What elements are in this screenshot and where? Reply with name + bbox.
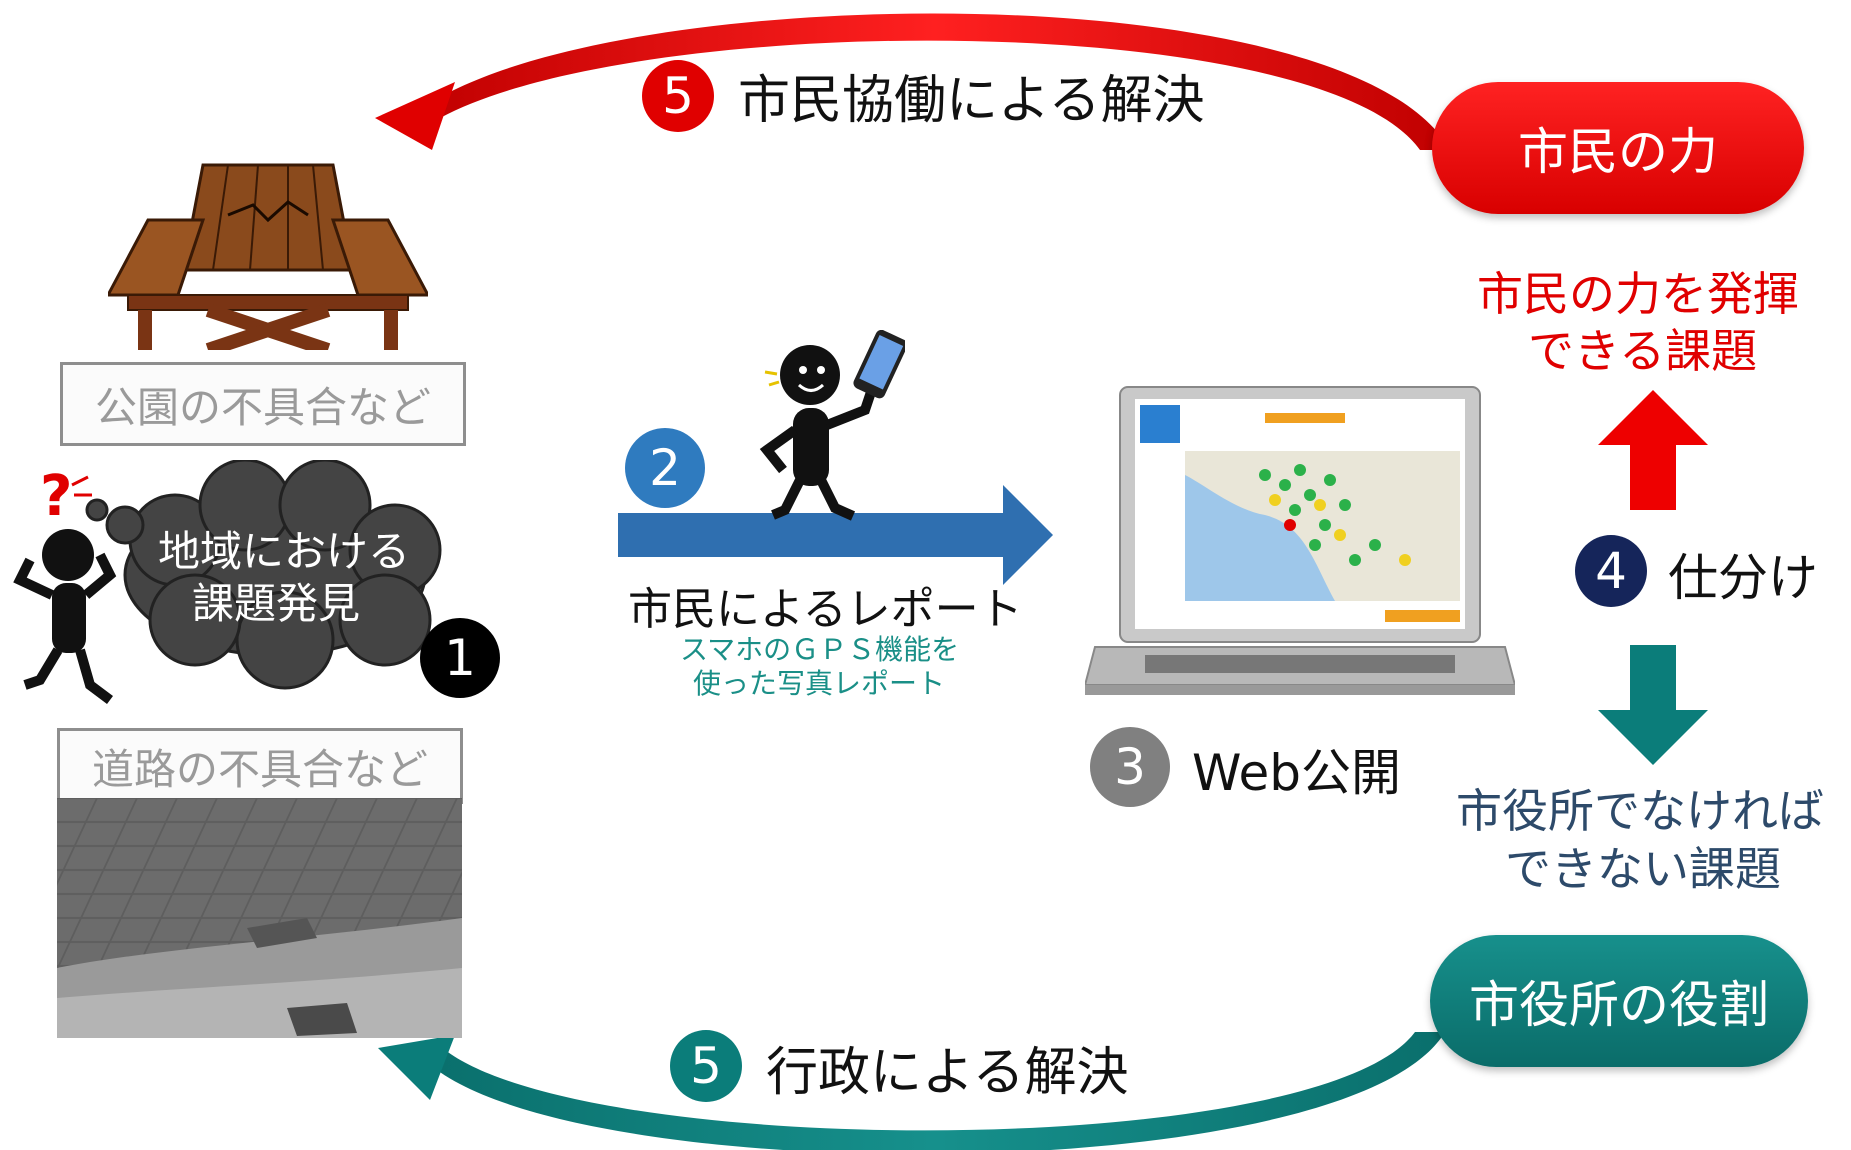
person-with-phone — [759, 330, 905, 521]
sort-label: 仕分け — [1668, 549, 1818, 607]
red-up-arrow — [1598, 390, 1708, 510]
step-5-bottom-number: 5 — [690, 1037, 722, 1095]
step-2-number: 2 — [649, 439, 681, 497]
step-3-badge: 3 — [1090, 727, 1170, 807]
discovery-line1: 地域における — [158, 527, 411, 576]
step-1-badge: 1 — [420, 618, 500, 698]
top-arc-arrow — [420, 13, 1450, 150]
bottom-arc-arrow — [425, 1032, 1445, 1150]
svg-text:?: ? — [40, 465, 72, 529]
city-role-pill: 市役所の役割 — [1430, 935, 1808, 1067]
bottom-arc-label: 行政による解決 — [766, 1043, 1129, 1103]
park-label-box: 公園の不具合など — [60, 362, 466, 446]
web-label: Web公開 — [1192, 744, 1402, 802]
broken-picnic-table-image — [108, 163, 428, 350]
confused-person-figure: ? — [13, 465, 117, 704]
top-arc-label: 市民協働による解決 — [738, 71, 1205, 131]
step-5-top-number: 5 — [662, 67, 694, 125]
step-5-top-badge: 5 — [642, 60, 714, 132]
step-4-number: 4 — [1595, 542, 1627, 600]
report-sub-line1: スマホのＧＰＳ機能を — [680, 633, 960, 666]
step-2-badge: 2 — [625, 428, 705, 508]
road-label-box: 道路の不具合など — [57, 728, 463, 804]
city-task-line2: できない課題 — [1505, 842, 1781, 896]
park-label: 公園の不具合など — [94, 382, 431, 432]
report-label: 市民によるレポート — [628, 584, 1023, 635]
step-5-bottom-badge: 5 — [670, 1030, 742, 1102]
thought-cloud — [85, 460, 442, 690]
citizen-task-line2: できる課題 — [1528, 324, 1758, 378]
discovery-line2: 課題発見 — [192, 579, 361, 628]
city-role-label: 市役所の役割 — [1469, 976, 1769, 1034]
step-3-number: 3 — [1114, 738, 1146, 796]
citizen-power-pill: 市民の力 — [1432, 82, 1804, 214]
city-task-line1: 市役所でなければ — [1456, 784, 1824, 838]
citizen-power-label: 市民の力 — [1518, 123, 1718, 181]
road-label: 道路の不具合など — [91, 744, 428, 794]
step-1-number: 1 — [444, 629, 476, 687]
report-sub-line2: 使った写真レポート — [693, 667, 946, 700]
top-arc-arrowhead — [375, 82, 455, 150]
citizen-task-line1: 市民の力を発揮 — [1477, 267, 1799, 321]
report-arrow — [618, 485, 1053, 585]
bottom-arc-arrowhead — [378, 1035, 455, 1100]
laptop-web-map-image — [1085, 386, 1515, 695]
step-4-badge: 4 — [1575, 535, 1647, 607]
teal-down-arrow — [1598, 645, 1708, 765]
damaged-road-photo — [57, 798, 462, 1038]
